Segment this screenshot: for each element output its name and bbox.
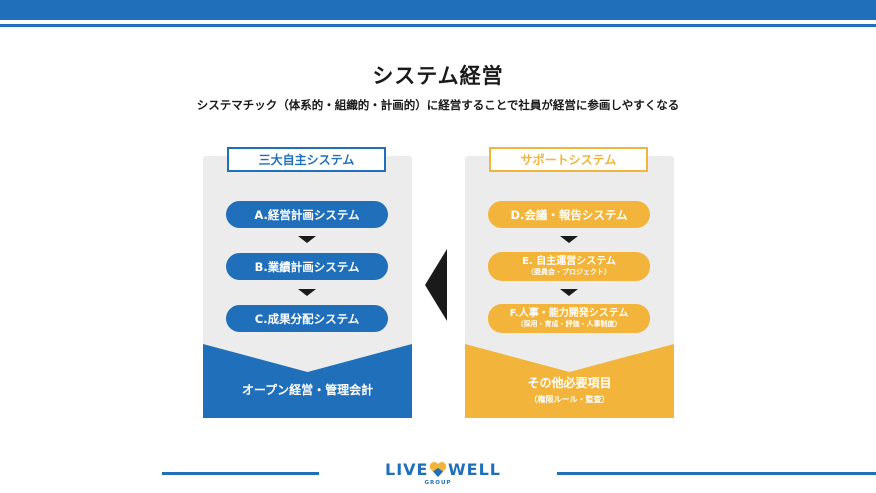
system-e-label: E. 自主運営システム: [522, 256, 616, 267]
left-foundation: オープン経営・管理会計: [203, 344, 412, 418]
system-a-label: A.経営計画システム: [254, 207, 360, 222]
down-arrow-icon: [560, 236, 578, 243]
logo-text-left: LIVE: [385, 460, 429, 479]
logo-text-right: WELL: [448, 460, 501, 479]
system-e-pill: E. 自主運営システム （委員会・プロジェクト）: [488, 252, 650, 281]
system-f-sublabel: （採用・育成・評価・人事制度）: [516, 320, 622, 328]
left-foundation-label: オープン経営・管理会計: [241, 383, 374, 397]
heart-icon: [429, 461, 447, 477]
left-foundation-shape: [203, 344, 412, 418]
top-rule: [0, 24, 876, 27]
right-foundation: その他必要項目 （権限ルール・監査）: [465, 344, 674, 418]
down-arrow-icon: [560, 289, 578, 296]
system-e-sublabel: （委員会・プロジェクト）: [527, 268, 611, 276]
system-b-label: B.業績計画システム: [254, 259, 360, 274]
panel-header-support: サポートシステム: [489, 147, 648, 172]
page-subtitle: システマチック（体系的・組織的・計画的）に経営することで社員が経営に参画しやすく…: [196, 98, 680, 112]
down-arrow-icon: [298, 289, 316, 296]
system-c-pill: C.成果分配システム: [226, 305, 388, 332]
system-f-pill: F.人事・能力開発システム （採用・育成・評価・人事制度）: [488, 304, 650, 333]
system-c-label: C.成果分配システム: [254, 311, 360, 326]
bottom-rule-left: [162, 472, 319, 475]
system-d-pill: D.会議・報告システム: [488, 201, 650, 228]
top-banner: [0, 0, 876, 20]
system-d-label: D.会議・報告システム: [510, 207, 628, 222]
three-autonomy-systems-panel: 三大自主システム A.経営計画システム B.業績計画システム C.成果分配システ…: [203, 147, 412, 418]
right-foundation-sublabel: （権限ルール・監査）: [529, 395, 610, 404]
down-arrow-icon: [298, 236, 316, 243]
bottom-rule-right: [557, 472, 876, 475]
system-a-pill: A.経営計画システム: [226, 201, 388, 228]
panel-header-three-autonomy: 三大自主システム: [227, 147, 386, 172]
support-systems-panel: サポートシステム D.会議・報告システム E. 自主運営システム （委員会・プロ…: [465, 147, 674, 418]
right-foundation-label: その他必要項目: [527, 376, 612, 390]
system-f-label: F.人事・能力開発システム: [509, 308, 629, 319]
right-foundation-shape: [465, 344, 674, 418]
company-logo: LIVE WELL GROUP: [385, 460, 500, 490]
logo-group-label: GROUP: [424, 480, 452, 486]
page-title: システム経営: [372, 64, 504, 88]
left-arrow-icon: [425, 249, 447, 321]
system-b-pill: B.業績計画システム: [226, 253, 388, 280]
